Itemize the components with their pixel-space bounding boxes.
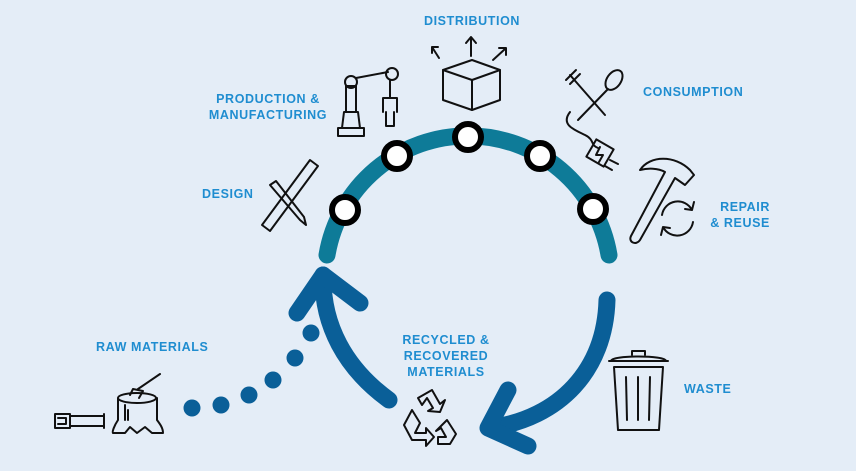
label-recycled-recovered: RECYCLED & RECOVERED MATERIALS xyxy=(402,332,489,380)
label-line: MANUFACTURING xyxy=(208,108,328,122)
raw-materials-dotted-path xyxy=(183,324,320,417)
label-line: REPAIR xyxy=(720,200,770,214)
label-distribution: DISTRIBUTION xyxy=(423,14,521,28)
steel-beam-icon xyxy=(54,413,105,429)
label-production-manufacturing: PRODUCTION & MANUFACTURING xyxy=(209,91,327,123)
label-line: & REUSE xyxy=(710,216,770,230)
recycle-icon xyxy=(403,389,457,447)
tree-stump-axe-icon xyxy=(111,373,164,434)
trash-can-icon xyxy=(608,350,669,431)
value-chain-arc xyxy=(318,127,618,264)
waste-to-recycling-arrow xyxy=(479,291,616,455)
stage-nodes xyxy=(329,121,609,226)
recycling-to-design-arrow xyxy=(288,266,398,409)
robot-arm-icon xyxy=(337,67,399,137)
label-design: DESIGN xyxy=(202,187,254,201)
label-consumption: CONSUMPTION xyxy=(643,85,744,99)
label-line: MATERIALS xyxy=(407,365,485,379)
label-raw-materials: RAW MATERIALS xyxy=(96,340,209,354)
node-distribution xyxy=(452,121,484,153)
label-line: RECYCLED & xyxy=(402,333,490,347)
node-repair xyxy=(577,193,609,225)
node-design xyxy=(329,194,361,226)
label-line: PRODUCTION & xyxy=(216,92,320,106)
box-icon xyxy=(431,36,507,111)
ruler-pencil-icon xyxy=(261,159,319,232)
label-repair-reuse: REPAIR & REUSE xyxy=(710,199,770,231)
label-waste: WASTE xyxy=(684,382,732,396)
label-line: RECOVERED xyxy=(403,349,489,363)
hammer-reuse-icon xyxy=(629,157,695,244)
node-consumption xyxy=(524,140,556,172)
node-production xyxy=(381,140,413,172)
utensils-plug-icon xyxy=(565,69,624,171)
